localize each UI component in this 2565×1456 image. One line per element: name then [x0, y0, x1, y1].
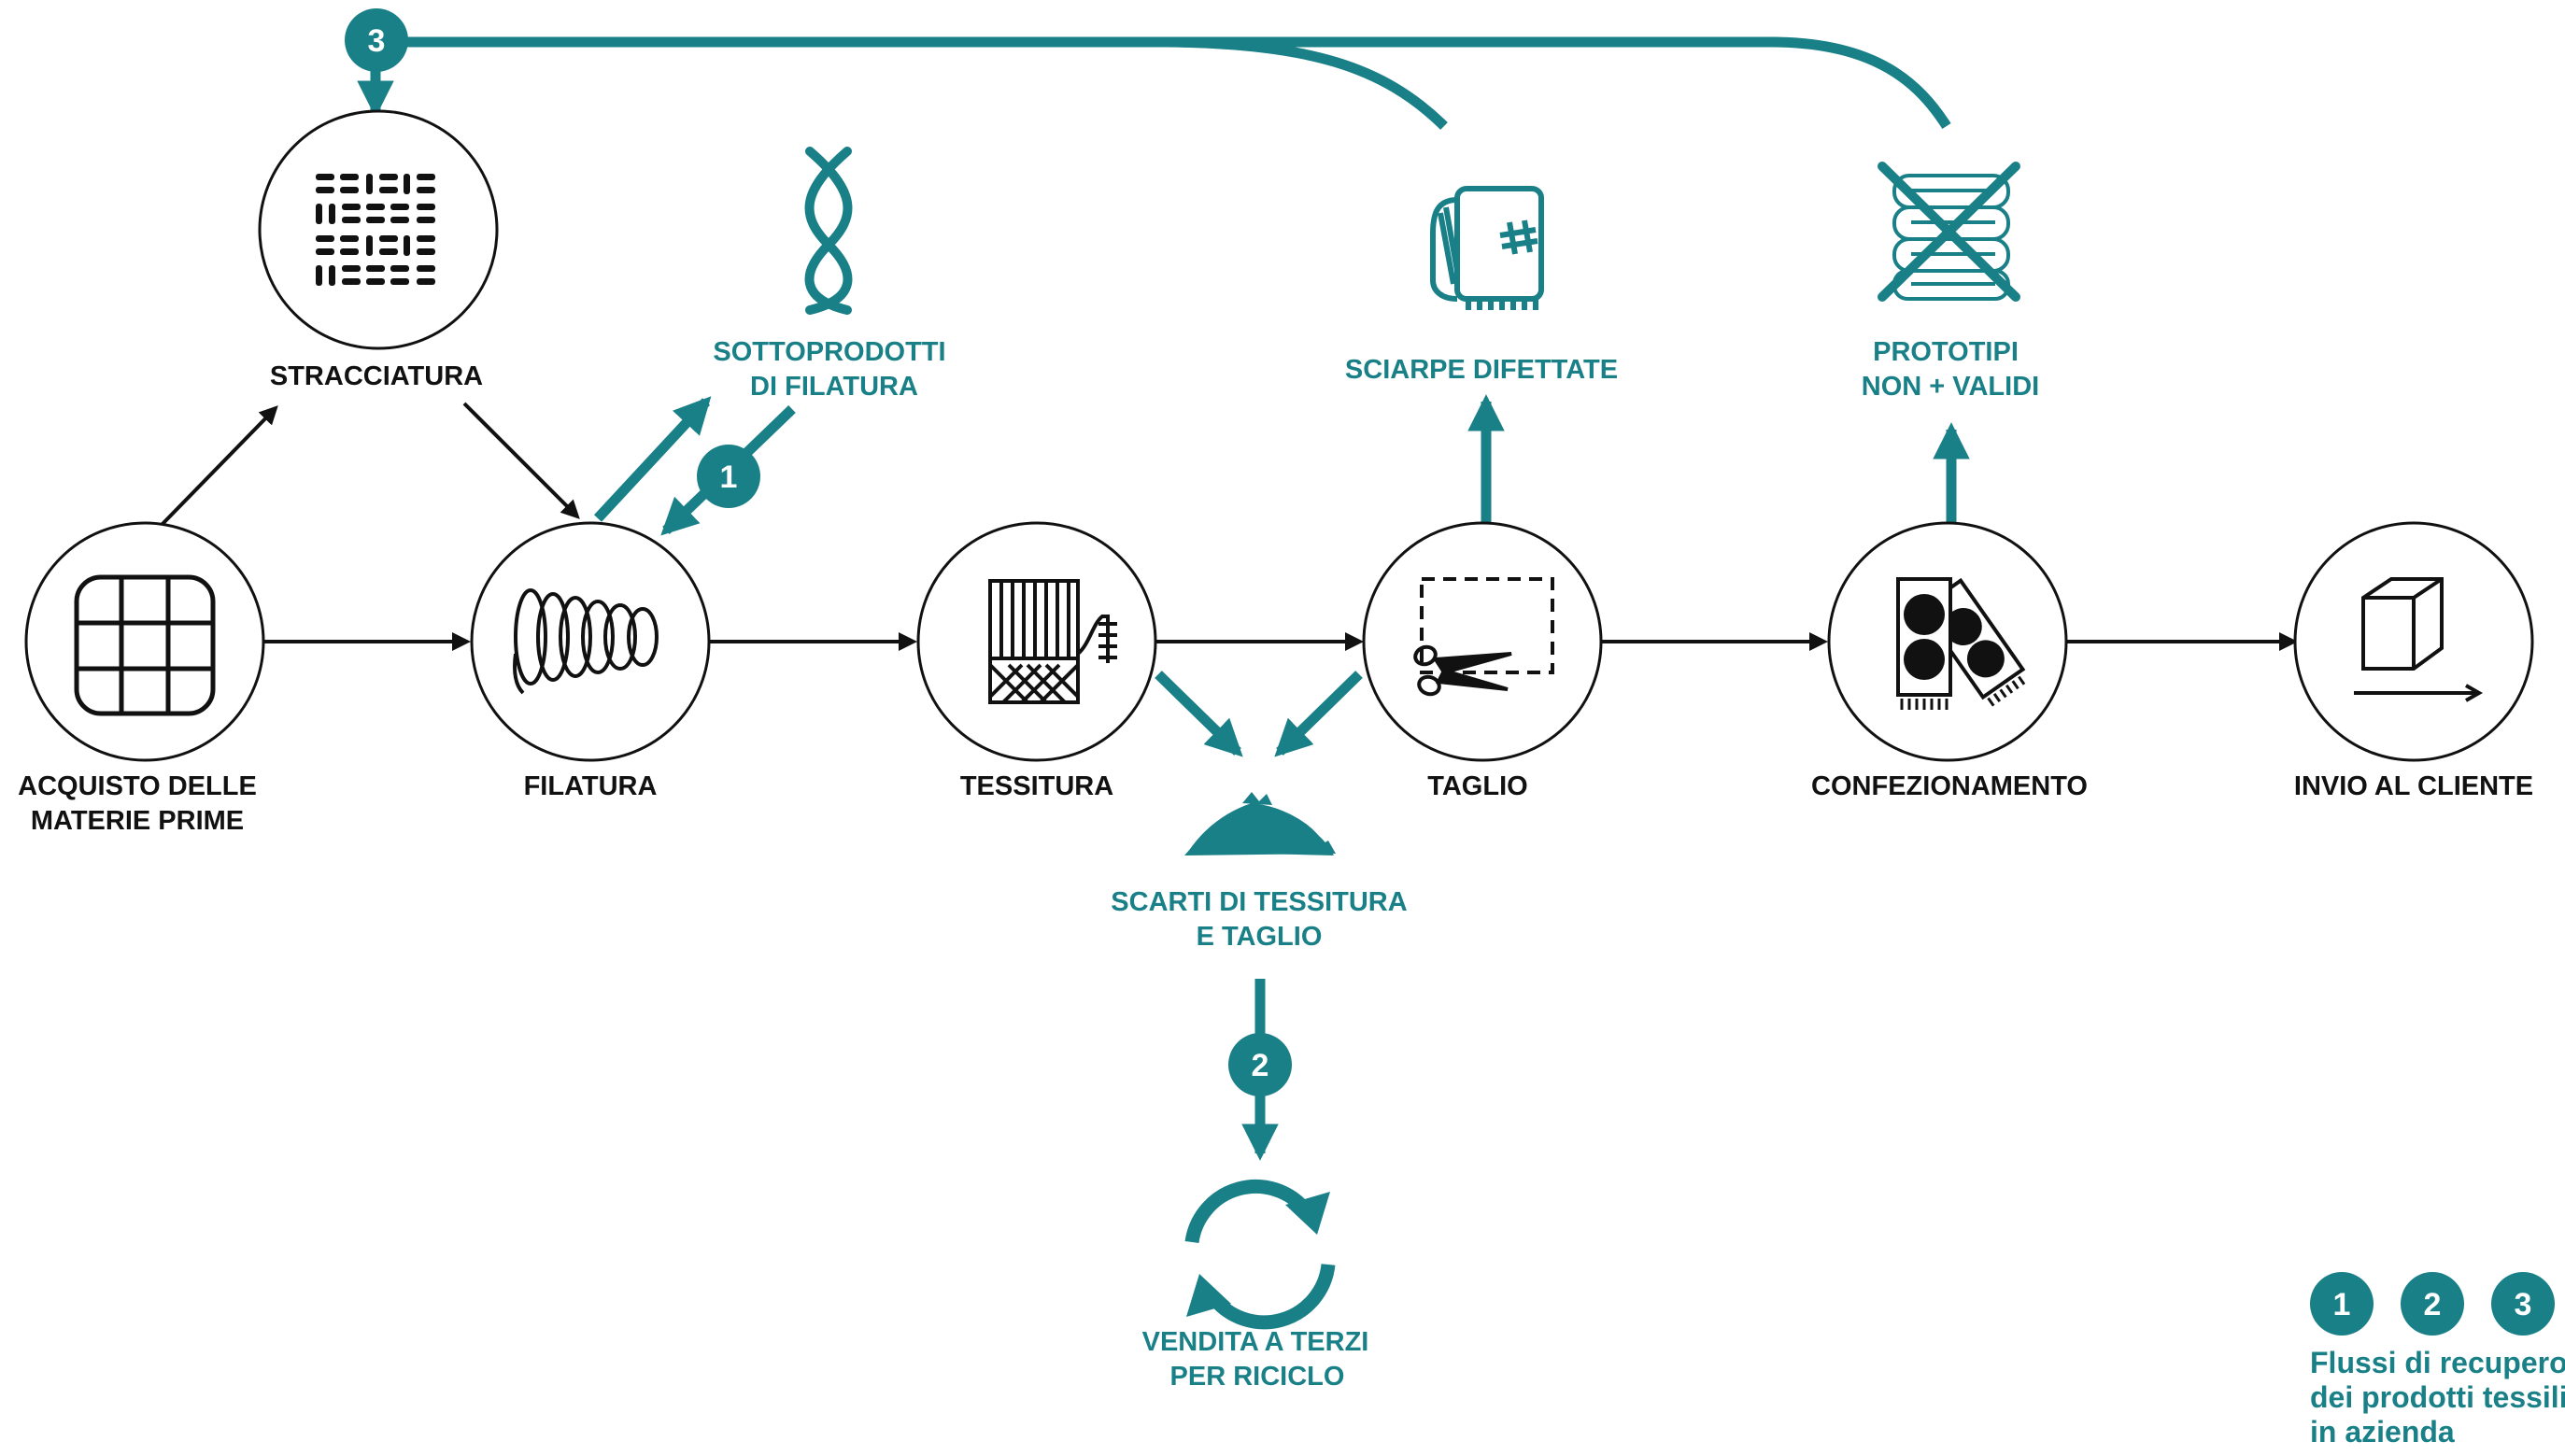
label-sciarpe: SCIARPE DIFETTATE [1345, 355, 1618, 385]
arrow-stracciatura-filatura [462, 402, 580, 519]
twisted-yarn-icon [804, 147, 853, 315]
svg-text:3: 3 [368, 23, 386, 59]
arrow-filatura-sottoprodotti [593, 396, 712, 522]
recycle-arrows-icon [1184, 1179, 1336, 1330]
badge-2: 2 [1228, 1033, 1292, 1096]
legend: 1 2 3 Flussi di recupero dei prodotti te… [2310, 1272, 2565, 1449]
node-invio [2293, 521, 2534, 762]
label-confezionamento: CONFEZIONAMENTO [1811, 771, 2088, 801]
node-taglio [1362, 521, 1603, 762]
svg-text:2: 2 [2424, 1287, 2442, 1322]
svg-text:1: 1 [720, 459, 738, 495]
label-acquisto-line1: ACQUISTO DELLE [18, 771, 257, 801]
svg-text:3: 3 [2515, 1287, 2532, 1322]
label-stracciatura: STRACCIATURA [270, 361, 483, 391]
flow-prototipi-stracciatura [378, 36, 1951, 129]
node-stracciatura [258, 109, 499, 350]
legend-badge-2: 2 [2401, 1272, 2464, 1336]
svg-text:2: 2 [1252, 1048, 1269, 1083]
node-acquisto [24, 521, 265, 762]
legend-text-line3: in azienda [2310, 1415, 2455, 1449]
label-vendita-line2: PER RICICLO [1170, 1362, 1345, 1392]
label-prototipi-line2: NON + VALIDI [1862, 372, 2039, 402]
arrow-acquisto-stracciatura [159, 405, 278, 528]
legend-text-line1: Flussi di recupero [2310, 1346, 2565, 1379]
process-arrows [159, 402, 2298, 651]
label-filatura: FILATURA [524, 771, 658, 801]
flow-sciarpe-stracciatura [378, 36, 1448, 130]
label-acquisto-line2: MATERIE PRIME [31, 806, 244, 836]
scissors-cut-icon [1413, 577, 1554, 697]
box-delivery-icon [2354, 577, 2484, 702]
spring-yarn-icon [513, 588, 659, 695]
label-prototipi-line1: PROTOTIPI [1873, 337, 2019, 367]
badge-3: 3 [345, 8, 408, 72]
label-invio: INVIO AL CLIENTE [2294, 771, 2533, 801]
label-scarti-line2: E TAGLIO [1197, 922, 1323, 952]
label-vendita-line1: VENDITA A TERZI [1142, 1327, 1369, 1357]
node-tessitura [916, 521, 1157, 762]
node-filatura [470, 521, 711, 762]
badge-1: 1 [697, 445, 760, 508]
bales-icon [74, 574, 216, 716]
node-confezionamento [1827, 521, 2068, 762]
defective-scarf-icon [1430, 186, 1544, 310]
loom-icon [988, 579, 1117, 704]
arrow-taglio-scarti [1274, 671, 1363, 757]
svg-text:1: 1 [2333, 1287, 2351, 1322]
legend-badge-3: 3 [2491, 1272, 2555, 1336]
label-taglio: TAGLIO [1427, 771, 1527, 801]
folded-scarves-icon [1896, 577, 2026, 710]
label-sottoprodotti-line1: SOTTOPRODOTTI [713, 337, 945, 367]
shredded-fibers-icon [316, 174, 435, 286]
crossed-prototypes-icon [1878, 162, 2020, 302]
label-tessitura: TESSITURA [960, 771, 1113, 801]
scraps-pile-icon [1184, 792, 1336, 855]
label-sottoprodotti-line2: DI FILATURA [750, 372, 918, 402]
legend-badge-1: 1 [2310, 1272, 2374, 1336]
label-scarti-line1: SCARTI DI TESSITURA [1111, 887, 1407, 917]
legend-text-line2: dei prodotti tessili [2310, 1380, 2565, 1414]
arrow-tessitura-scarti [1155, 671, 1243, 757]
